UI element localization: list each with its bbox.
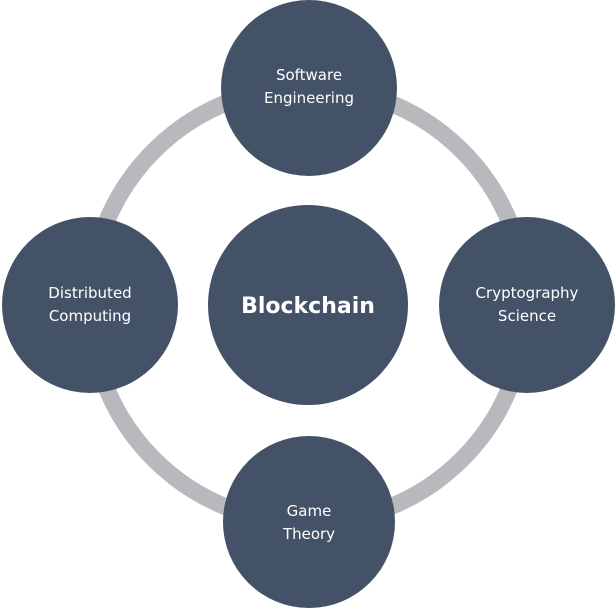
node-label-line2: Science [498, 307, 556, 325]
node-blockchain: Blockchain [208, 205, 408, 405]
node-label-line2: Theory [282, 525, 335, 543]
node-cryptography-science: Cryptography Science [439, 217, 615, 393]
node-circle [221, 0, 397, 176]
node-game-theory: Game Theory [223, 436, 395, 608]
node-label-line1: Game [287, 502, 332, 520]
node-label-line2: Engineering [264, 89, 354, 107]
node-circle [439, 217, 615, 393]
node-circle [223, 436, 395, 608]
node-circle [2, 217, 178, 393]
node-label-line1: Cryptography [476, 284, 579, 302]
node-software-engineering: Software Engineering [221, 0, 397, 176]
node-label-line2: Computing [49, 307, 131, 325]
node-distributed-computing: Distributed Computing [2, 217, 178, 393]
center-circle [208, 205, 408, 405]
node-label-line1: Software [276, 66, 342, 84]
center-label: Blockchain [241, 294, 375, 319]
node-label-line1: Distributed [48, 284, 131, 302]
